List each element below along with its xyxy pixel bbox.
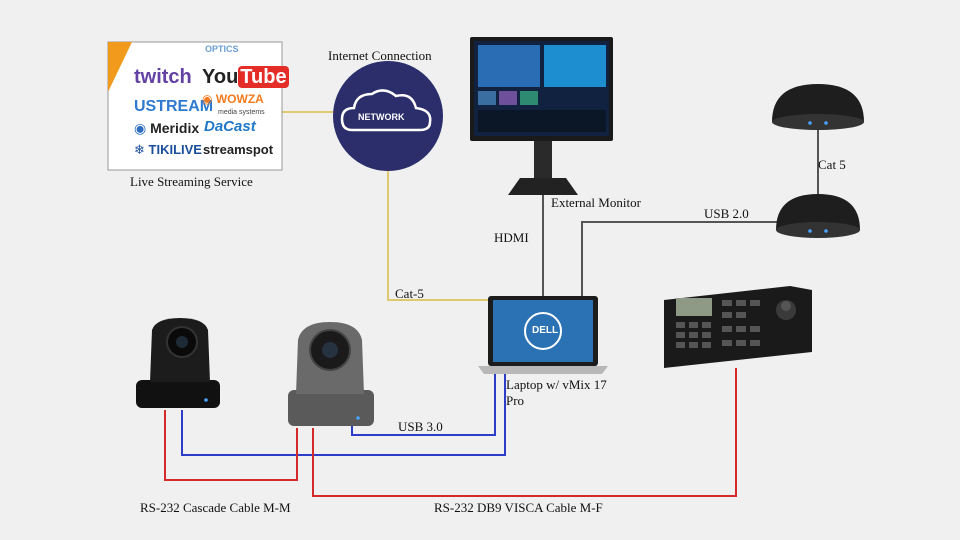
wowza-text: WOWZA — [215, 92, 264, 106]
laptop-label: Laptop w/ vMix 17 Pro — [506, 377, 607, 409]
ptz-controller-keys — [676, 300, 760, 348]
network-label: NETWORK — [358, 112, 405, 122]
rs232-visca-wire — [312, 368, 737, 497]
ustream-logo: USTREAM — [134, 98, 214, 115]
monitor-stand-base — [508, 178, 578, 195]
mic-bottom-led-2 — [824, 229, 828, 233]
internet-connection-label: Internet Connection — [328, 48, 432, 63]
wowza-icon: ◉ — [202, 92, 213, 106]
dell-logo-text: DELL — [532, 325, 559, 336]
usb3-wire-cam1 — [181, 372, 506, 456]
laptop-screen — [493, 300, 593, 362]
external-monitor-label: External Monitor — [551, 195, 641, 210]
meridix-icon: ◉ — [134, 120, 147, 136]
monitor-thumb-3 — [520, 91, 538, 105]
monitor-stand-neck — [534, 141, 552, 179]
usb3-wire-cam2 — [351, 372, 496, 436]
mic-bottom-led-1 — [808, 229, 812, 233]
ptz-joystick-knob — [781, 301, 791, 311]
dell-logo-ring — [524, 312, 562, 350]
tikilive-text: TIKILIVE — [148, 142, 202, 157]
network-circle — [333, 61, 443, 171]
cat5-laptop-label: Cat-5 — [395, 286, 424, 301]
cat5-wire-laptop — [387, 168, 488, 301]
rs232-cascade-label: RS-232 Cascade Cable M-M — [140, 500, 291, 515]
monitor-thumb-1 — [478, 91, 496, 105]
microphone-top-base — [772, 114, 864, 130]
youtube-tube: Tube — [238, 66, 289, 88]
streamspot-logo: streamspot — [203, 142, 274, 157]
microphone-bottom-base — [776, 222, 860, 238]
ptz-controller-lcd — [676, 298, 712, 316]
dacast-logo: DaCast — [204, 118, 256, 135]
cloud-icon — [340, 89, 432, 132]
usb2-wire — [581, 221, 784, 296]
monitor-preview-b — [544, 45, 606, 87]
wowza-logo: ◉ WOWZA media systems — [202, 92, 265, 118]
meridix-logo: ◉ Meridix — [134, 120, 199, 137]
hdmi-label: HDMI — [494, 230, 529, 245]
camera2-lens-glass — [322, 342, 338, 358]
tikilive-logo: ❄ TIKILIVE — [134, 142, 202, 158]
mic-top-led-1 — [808, 121, 812, 125]
mic-top-led-2 — [824, 121, 828, 125]
camera2-base — [288, 390, 374, 426]
laptop-label-line1: Laptop w/ vMix 17 — [506, 377, 607, 392]
streaming-corner-ribbon — [108, 42, 132, 92]
cat5-mics-label: Cat 5 — [818, 157, 846, 172]
rs232-cascade-wire — [164, 410, 298, 481]
monitor-mixer-bar — [478, 110, 606, 132]
rs232-visca-label: RS-232 DB9 VISCA Cable M-F — [434, 500, 603, 515]
camera2-led — [356, 416, 360, 420]
usb3-label: USB 3.0 — [398, 419, 443, 434]
microphone-top — [772, 84, 864, 122]
youtube-you: You — [202, 66, 239, 88]
microphone-bottom — [776, 194, 860, 230]
camera1-base — [136, 380, 220, 408]
wowza-sub: media systems — [218, 109, 265, 116]
twitch-logo: twitch — [134, 66, 192, 88]
streaming-service-box — [107, 41, 283, 171]
laptop-base — [478, 366, 608, 374]
monitor-thumb-2 — [499, 91, 517, 105]
usb2-label: USB 2.0 — [704, 206, 749, 221]
meridix-text: Meridix — [150, 120, 200, 136]
optics-logo: OPTICS — [205, 44, 239, 54]
camera1-led — [204, 398, 208, 402]
laptop-label-line2: Pro — [506, 393, 525, 408]
live-streaming-service-label: Live Streaming Service — [130, 174, 253, 189]
tikilive-icon: ❄ — [134, 142, 145, 157]
camera1-lens-glass — [176, 336, 188, 348]
monitor-preview-a — [478, 45, 540, 87]
